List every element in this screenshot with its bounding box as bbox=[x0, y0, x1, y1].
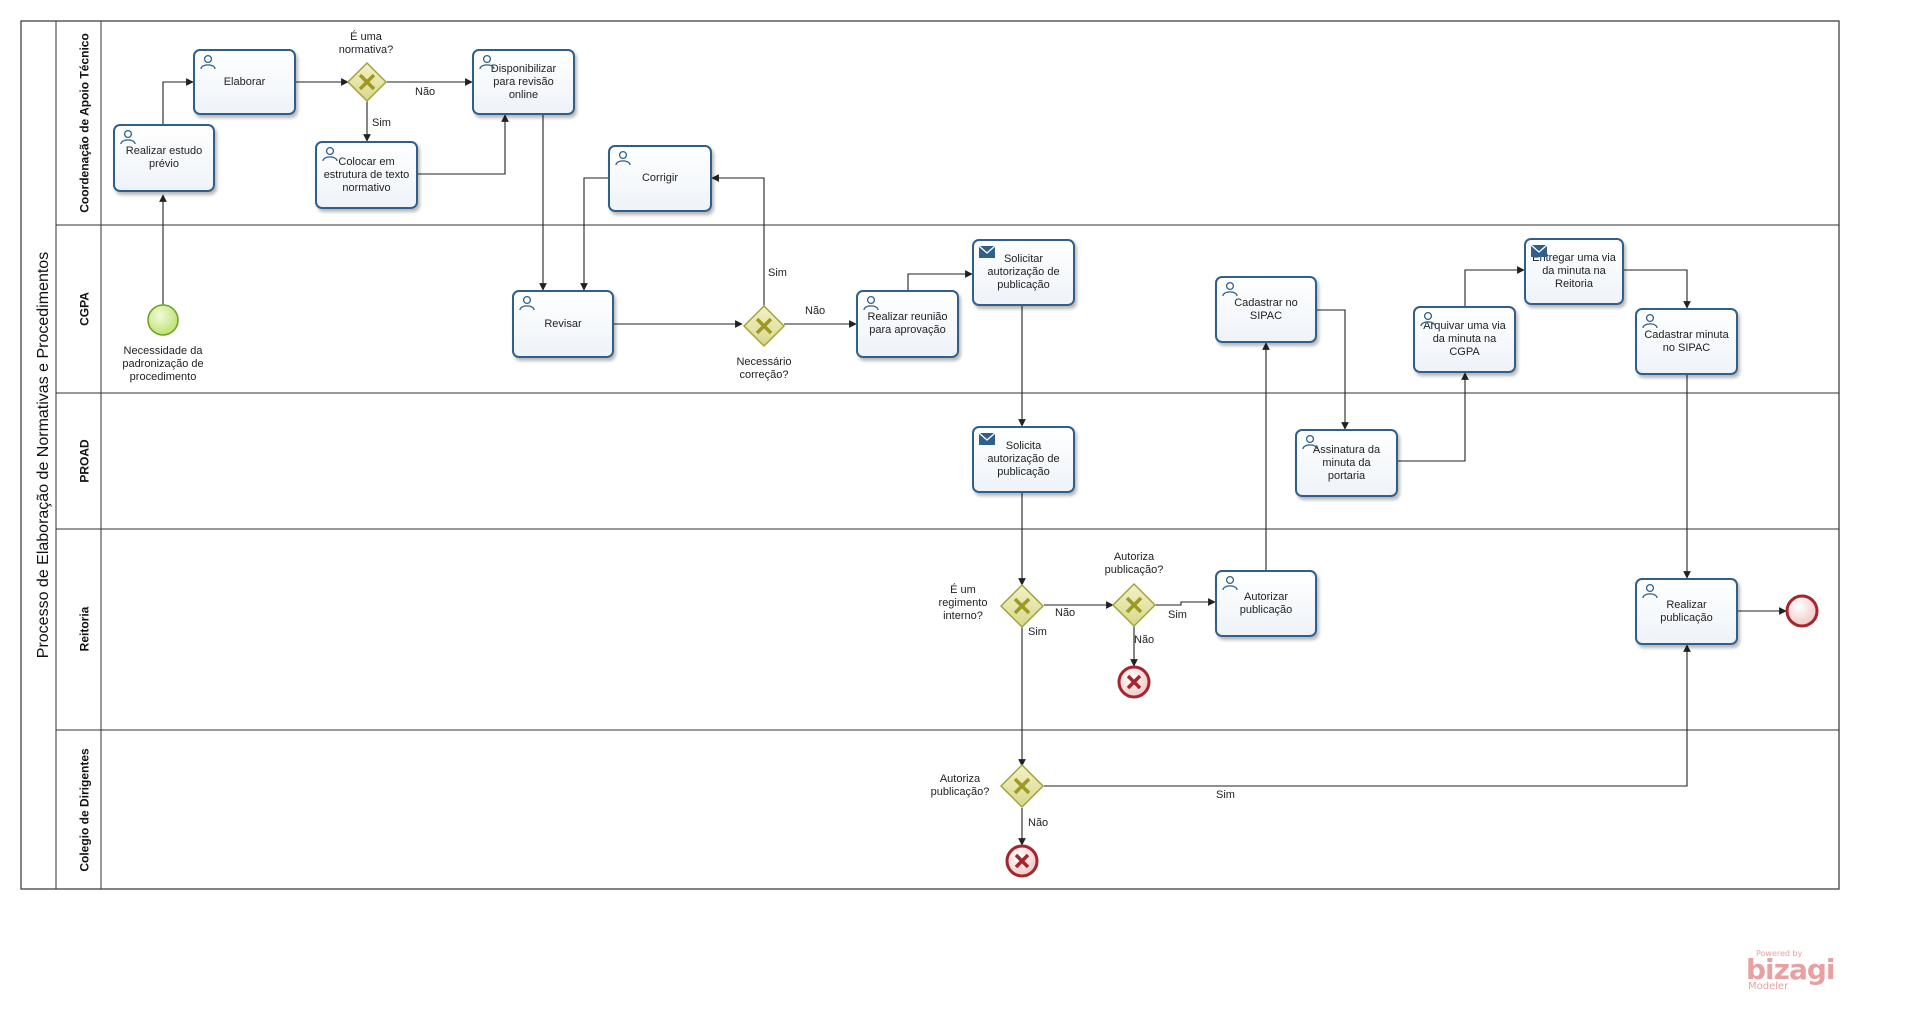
user-task-icon bbox=[1302, 434, 1318, 450]
flow-entregar-to-cadastrar-minuta bbox=[1624, 269, 1691, 309]
flow-gw2-sim bbox=[711, 174, 765, 306]
task-corrigir[interactable]: Corrigir bbox=[608, 145, 712, 212]
task-cadastrar-minuta[interactable]: Cadastrar minuta no SIPAC bbox=[1635, 308, 1738, 375]
task-entregar-via[interactable]: Entregar uma via da minuta na Reitoria bbox=[1524, 238, 1624, 305]
flow-label-nao-correcao: Não bbox=[805, 305, 826, 317]
error-end-event-reitoria bbox=[1117, 665, 1151, 699]
gateway-label-autoriza-colegio: Autoriza publicação? bbox=[930, 773, 990, 798]
task-realizar-reuniao[interactable]: Realizar reunião para aprovação bbox=[856, 290, 959, 358]
flow-label-sim-autoriza-colegio: Sim bbox=[1216, 789, 1235, 801]
lane-title-colegio: Colegio de Dirigentes bbox=[77, 748, 92, 872]
user-task-icon bbox=[1222, 575, 1238, 591]
flow-label-nao-regimento: Não bbox=[1055, 607, 1076, 619]
message-task-icon bbox=[1530, 244, 1548, 257]
user-task-icon bbox=[615, 150, 631, 166]
task-realizar-estudo[interactable]: Realizar estudo prévio bbox=[113, 124, 215, 192]
message-task-icon bbox=[978, 245, 996, 258]
events bbox=[147, 304, 1819, 878]
gateway-label-autoriza-reitoria: Autoriza publicação? bbox=[1104, 551, 1164, 576]
user-task-icon bbox=[863, 295, 879, 311]
task-disponibilizar[interactable]: Disponibilizar para revisão online bbox=[472, 49, 575, 115]
task-autorizar-publicacao[interactable]: Autorizar publicação bbox=[1215, 570, 1317, 637]
pool-border bbox=[20, 20, 1840, 890]
flow-label-sim-autoriza-reitoria: Sim bbox=[1168, 609, 1187, 621]
flow-estudo-to-elaborar bbox=[162, 78, 194, 124]
user-task-icon bbox=[200, 54, 216, 70]
watermark-product: Modeler bbox=[1748, 981, 1789, 992]
flow-colocar-to-disponibilizar bbox=[418, 114, 509, 175]
watermark-brand-logo: bizagi bbox=[1746, 953, 1835, 986]
gateway-e-normativa bbox=[346, 61, 388, 103]
gateways bbox=[346, 61, 1157, 809]
task-colocar-estrutura[interactable]: Colocar em estrutura de texto normativo bbox=[315, 141, 418, 209]
pool bbox=[20, 20, 1840, 890]
task-assinatura-minuta[interactable]: Assinatura da minuta da portaria bbox=[1295, 429, 1398, 497]
user-task-icon bbox=[120, 129, 136, 145]
user-task-icon bbox=[322, 146, 338, 162]
task-arquivar-via[interactable]: Arquivar uma via da minuta na CGPA bbox=[1413, 306, 1516, 373]
flow-label-sim-correcao: Sim bbox=[768, 267, 787, 279]
flow-corrigir-to-revisar bbox=[580, 177, 608, 291]
watermark-powered: Powered by bbox=[1756, 949, 1803, 958]
gateway-e-regimento bbox=[999, 583, 1045, 629]
gateway-label-e-normativa: É uma normativa? bbox=[338, 31, 394, 56]
flow-cadastrar-to-assinatura bbox=[1317, 309, 1349, 430]
gateway-necessario-correcao bbox=[742, 304, 786, 348]
lane-title-reitoria: Reitoria bbox=[77, 606, 92, 652]
end-event bbox=[1785, 594, 1819, 628]
user-task-icon bbox=[1420, 311, 1436, 327]
pool-title: Processo de Elaboração de Normativas e P… bbox=[35, 251, 52, 659]
task-realizar-publicacao[interactable]: Realizar publicação bbox=[1635, 578, 1738, 645]
flow-gw4-sim bbox=[1153, 598, 1216, 606]
task-cadastrar-sipac[interactable]: Cadastrar no SIPAC bbox=[1215, 276, 1317, 343]
sequence-flows bbox=[159, 78, 1787, 846]
user-task-icon bbox=[1222, 281, 1238, 297]
flow-label-nao-normativa: Não bbox=[415, 86, 436, 98]
lane-title-cat: Coordenação de Apoio Técnico bbox=[77, 33, 92, 213]
flow-label-sim-normativa: Sim bbox=[372, 117, 391, 129]
message-task-icon bbox=[978, 432, 996, 445]
error-end-event-colegio bbox=[1005, 844, 1039, 878]
gateway-label-necessario-correcao: Necessário correção? bbox=[736, 356, 792, 381]
gateway-autoriza-colegio bbox=[999, 763, 1045, 809]
gateway-label-e-regimento: É um regimento interno? bbox=[938, 584, 988, 622]
flow-label-sim-regimento: Sim bbox=[1028, 626, 1047, 638]
lane-title-proad: PROAD bbox=[77, 439, 92, 483]
task-revisar[interactable]: Revisar bbox=[512, 290, 614, 358]
task-solicita-autorizacao[interactable]: Solicita autorização de publicação bbox=[972, 426, 1075, 493]
start-event bbox=[147, 304, 179, 336]
user-task-icon bbox=[519, 295, 535, 311]
user-task-icon bbox=[1642, 313, 1658, 329]
lane-title-cgpa: CGPA bbox=[77, 292, 92, 326]
flow-gw5-sim bbox=[1044, 644, 1691, 787]
gateway-autoriza-reitoria bbox=[1111, 582, 1157, 628]
start-event-label: Necessidade da padronização de procedime… bbox=[122, 345, 204, 383]
task-solicitar-autorizacao[interactable]: Solicitar autorização de publicação bbox=[972, 239, 1075, 306]
flow-label-nao-autoriza-reitoria: Não bbox=[1134, 634, 1155, 646]
flow-assinatura-to-arquivar bbox=[1398, 372, 1469, 462]
flow-label-nao-autoriza-colegio: Não bbox=[1028, 817, 1049, 829]
user-task-icon bbox=[1642, 583, 1658, 599]
user-task-icon bbox=[479, 54, 495, 70]
task-elaborar[interactable]: Elaborar bbox=[193, 49, 296, 115]
flow-arquivar-to-entregar bbox=[1464, 266, 1525, 306]
